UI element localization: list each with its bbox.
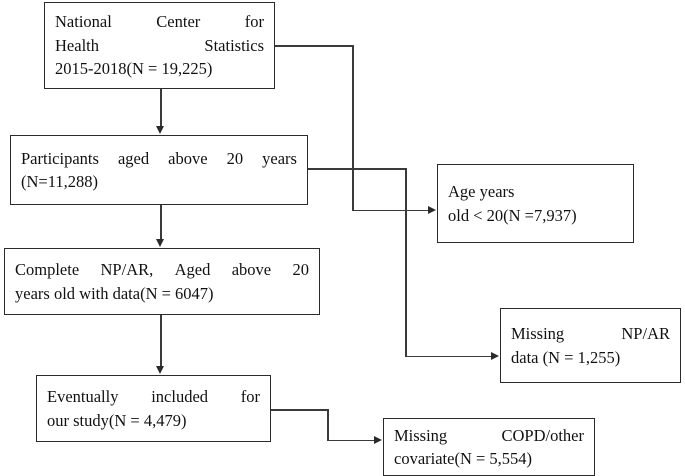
node-adults-line-1-word-5: years bbox=[262, 148, 297, 168]
edge-adults-to-excl-npar-seg3 bbox=[405, 355, 493, 358]
edge-source-to-excl-age-seg2 bbox=[352, 45, 354, 211]
node-adults[interactable]: Participants aged above 20 years (N=11,2… bbox=[10, 135, 308, 205]
node-included-line-1-word-2: included bbox=[151, 387, 209, 407]
node-source-line-3: 2015-2018(N = 19,225) bbox=[55, 59, 213, 79]
node-excl-copd-line-1-word-2: COPD/other bbox=[501, 425, 585, 445]
node-excl-copd-line-2: covariate(N = 5,554) bbox=[394, 449, 533, 468]
node-source-line-1-word-2: Center bbox=[156, 12, 201, 32]
node-adults-line-2: (N=11,288) bbox=[21, 172, 98, 191]
edge-source-to-excl-age-seg1 bbox=[274, 45, 354, 47]
node-adults-line-1-word-2: aged bbox=[117, 148, 150, 168]
edge-adults-to-complete-line bbox=[160, 205, 162, 240]
node-complete-line-1-word-3: Aged bbox=[174, 260, 211, 280]
node-source-line-2-word-1: Health bbox=[55, 35, 99, 55]
edge-included-to-excl-copd-seg2 bbox=[327, 409, 329, 441]
node-excl-age-line-2: old < 20(N =7,937) bbox=[448, 205, 577, 225]
node-excl-age[interactable]: Age years old < 20(N =7,937) bbox=[437, 164, 634, 243]
node-excl-copd-line-1: Missing COPD/other bbox=[384, 424, 594, 447]
node-excl-npar-line-1: Missing NP/AR bbox=[501, 322, 680, 345]
node-complete-line-1: Complete NP/AR, Aged above 20 bbox=[5, 258, 319, 281]
edge-adults-to-excl-npar-seg2 bbox=[405, 168, 407, 357]
node-included-line-1-word-1: Eventually bbox=[47, 387, 119, 407]
node-complete-line-2: years old with data(N = 6047) bbox=[15, 283, 214, 303]
edge-included-to-excl-copd-seg3 bbox=[327, 439, 376, 442]
edge-included-to-excl-copd-seg1 bbox=[270, 409, 329, 411]
node-excl-npar-line-2: data (N = 1,255) bbox=[511, 347, 621, 367]
edge-adults-to-excl-npar-seg1 bbox=[308, 168, 407, 170]
node-excl-age-line-1: Age years bbox=[448, 182, 515, 202]
node-excl-npar-line-1-word-1: Missing bbox=[511, 324, 565, 344]
node-included-line-2: our study(N = 4,479) bbox=[47, 410, 187, 430]
edge-complete-to-included-line bbox=[160, 315, 162, 367]
node-source[interactable]: National Center for Health Statistics 20… bbox=[44, 2, 275, 89]
edge-complete-to-included-arrowhead bbox=[155, 366, 164, 374]
edge-source-to-excl-age-seg3 bbox=[352, 209, 430, 212]
node-included[interactable]: Eventually included for our study(N = 4,… bbox=[36, 375, 271, 442]
node-excl-npar[interactable]: Missing NP/AR data (N = 1,255) bbox=[500, 308, 681, 383]
edge-source-to-excl-age-arrowhead bbox=[428, 205, 436, 214]
node-source-line-1: National Center for bbox=[45, 10, 274, 33]
node-source-line-2-word-2: Statistics bbox=[204, 35, 264, 55]
node-source-line-2: Health Statistics bbox=[45, 34, 274, 57]
edge-source-to-adults-line bbox=[160, 88, 162, 127]
edge-adults-to-complete-arrowhead bbox=[155, 239, 164, 247]
node-complete[interactable]: Complete NP/AR, Aged above 20 years old … bbox=[4, 248, 320, 315]
edge-included-to-excl-copd-arrowhead bbox=[374, 435, 382, 444]
node-included-line-1-word-3: for bbox=[240, 387, 260, 407]
node-adults-line-1-word-1: Participants bbox=[21, 148, 99, 168]
node-complete-line-1-word-4: above bbox=[231, 260, 272, 280]
node-excl-copd-line-1-word-1: Missing bbox=[394, 425, 448, 445]
node-source-line-1-word-1: National bbox=[55, 12, 112, 32]
node-complete-line-1-word-1: Complete bbox=[15, 260, 80, 280]
edge-source-to-adults-arrowhead bbox=[155, 126, 164, 134]
edge-adults-to-excl-npar-arrowhead bbox=[491, 351, 499, 360]
node-adults-line-1-word-3: above bbox=[168, 148, 208, 168]
node-adults-line-1: Participants aged above 20 years bbox=[11, 147, 307, 170]
node-adults-line-1-word-4: 20 bbox=[226, 148, 244, 168]
node-complete-line-1-word-2: NP/AR, bbox=[100, 260, 154, 280]
node-source-line-1-word-3: for bbox=[244, 12, 264, 32]
node-excl-npar-line-1-word-2: NP/AR bbox=[621, 324, 670, 344]
node-included-line-1: Eventually included for bbox=[37, 385, 270, 408]
node-excl-copd[interactable]: Missing COPD/other covariate(N = 5,554) bbox=[383, 418, 595, 476]
node-complete-line-1-word-5: 20 bbox=[292, 260, 309, 280]
